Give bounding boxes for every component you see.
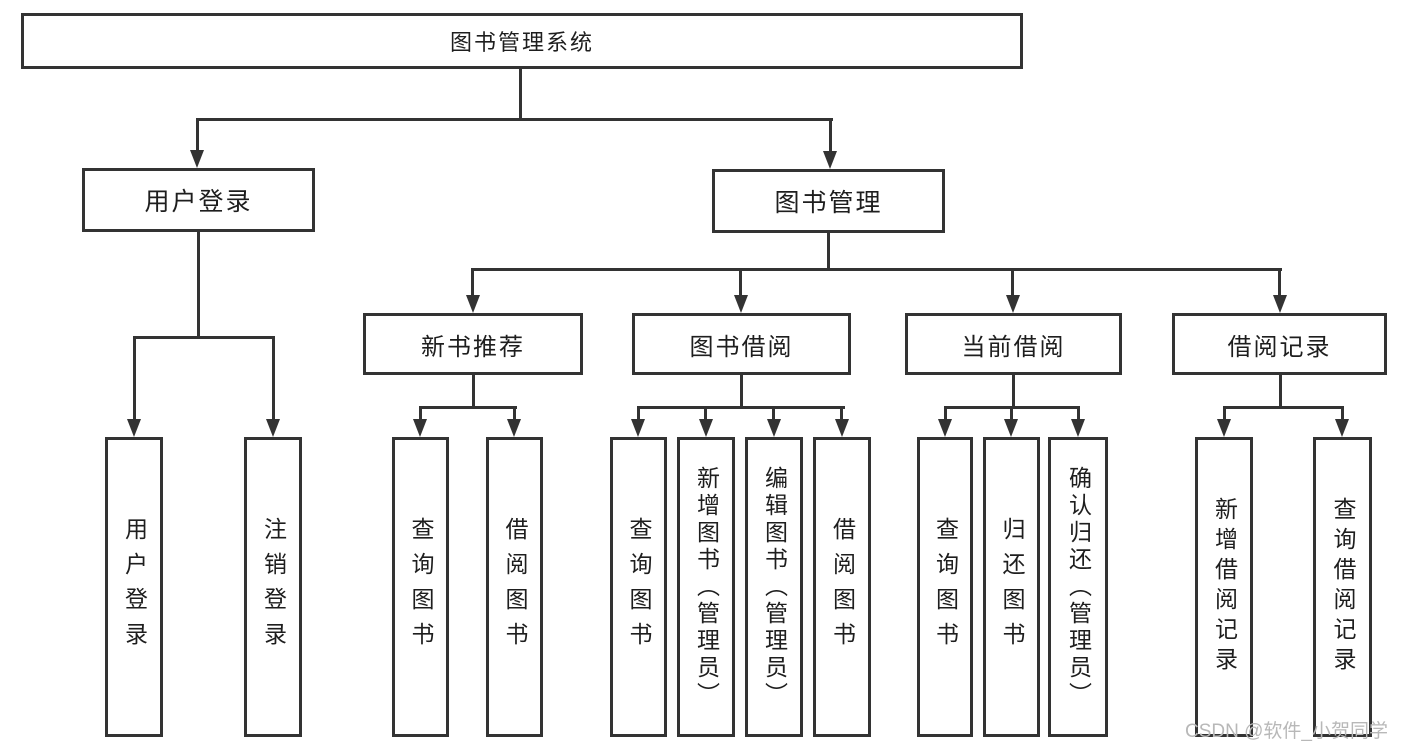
leaf-borrowing-query-books: 查询图书	[610, 437, 667, 737]
connector-line	[1010, 406, 1013, 420]
node-label: 借阅图书	[502, 517, 528, 657]
connector-line	[472, 375, 475, 409]
node-label: 新增图书（管理员）	[693, 465, 720, 709]
connector-line	[740, 375, 743, 409]
node-label: 图书管理系统	[449, 30, 594, 55]
connector-line	[471, 268, 1282, 271]
node-label: 编辑图书（管理员）	[761, 465, 788, 709]
leaf-records-add-borrow-record: 新增借阅记录	[1195, 437, 1253, 737]
connector-line	[1223, 406, 1226, 420]
connector-line	[739, 268, 742, 296]
connector-line	[133, 336, 136, 420]
arrow-down-icon	[823, 151, 837, 169]
connector-line	[827, 233, 830, 271]
node-label: 用户登录	[121, 517, 148, 657]
connector-line	[1012, 375, 1015, 409]
connector-line	[197, 232, 200, 339]
arrow-down-icon	[1006, 295, 1020, 313]
connector-line	[272, 336, 275, 420]
csdn-watermark: CSDN @软件_小贺同学	[1185, 721, 1388, 742]
arrow-down-icon	[190, 150, 204, 168]
arrow-down-icon	[507, 419, 521, 437]
connector-line	[1011, 268, 1014, 296]
node-label: 注销登录	[260, 517, 287, 657]
node-label: 当前借阅	[961, 333, 1066, 361]
node-label: 图书管理	[774, 189, 883, 217]
node-label: 归还图书	[999, 517, 1025, 657]
arrow-down-icon	[734, 295, 748, 313]
arrow-down-icon	[1335, 419, 1349, 437]
node-label: 借阅记录	[1227, 333, 1332, 361]
leaf-borrowing-add-books-admin: 新增图书（管理员）	[677, 437, 735, 737]
leaf-logout: 注销登录	[244, 437, 302, 737]
arrow-down-icon	[127, 419, 141, 437]
node-label: 确认归还（管理员）	[1065, 465, 1092, 709]
node-label: 用户登录	[144, 188, 253, 216]
connector-line	[196, 118, 833, 121]
node-current-borrowing: 当前借阅	[905, 313, 1122, 375]
arrow-down-icon	[938, 419, 952, 437]
connector-line	[133, 336, 275, 339]
arrow-down-icon	[1071, 419, 1085, 437]
node-new-book-recommend: 新书推荐	[363, 313, 583, 375]
node-book-management: 图书管理	[712, 169, 945, 233]
arrow-down-icon	[1004, 419, 1018, 437]
connector-line	[419, 406, 422, 420]
arrow-down-icon	[466, 295, 480, 313]
node-book-borrowing: 图书借阅	[632, 313, 851, 375]
arrow-down-icon	[699, 419, 713, 437]
connector-line	[471, 268, 474, 296]
arrow-down-icon	[1217, 419, 1231, 437]
connector-line	[1341, 406, 1344, 420]
connector-line	[772, 406, 775, 420]
arrow-down-icon	[767, 419, 781, 437]
connector-line	[1279, 375, 1282, 409]
connector-line	[704, 406, 707, 420]
arrow-down-icon	[413, 419, 427, 437]
leaf-current-confirm-return-admin: 确认归还（管理员）	[1048, 437, 1108, 737]
connector-line	[1278, 268, 1281, 296]
connector-line	[944, 406, 947, 420]
connector-line	[1223, 406, 1344, 409]
connector-line	[637, 406, 640, 420]
leaf-current-query-books: 查询图书	[917, 437, 973, 737]
node-label: 借阅图书	[829, 517, 856, 657]
leaf-user-login: 用户登录	[105, 437, 163, 737]
leaf-borrowing-borrow-books: 借阅图书	[813, 437, 871, 737]
connector-line	[840, 406, 843, 420]
arrow-down-icon	[835, 419, 849, 437]
connector-line	[196, 118, 199, 152]
node-borrow-records: 借阅记录	[1172, 313, 1387, 375]
arrow-down-icon	[1273, 295, 1287, 313]
connector-line	[1077, 406, 1080, 420]
node-label: 查询图书	[408, 517, 434, 657]
connector-line	[519, 69, 522, 120]
leaf-borrowing-edit-books-admin: 编辑图书（管理员）	[745, 437, 803, 737]
connector-line	[513, 406, 516, 420]
connector-line	[829, 118, 832, 152]
node-label: 查询借阅记录	[1330, 497, 1356, 677]
node-label: 查询图书	[932, 517, 959, 657]
node-library-management-system: 图书管理系统	[21, 13, 1023, 69]
leaf-records-query-borrow-record: 查询借阅记录	[1313, 437, 1372, 737]
node-label: 图书借阅	[689, 333, 794, 361]
leaf-current-return-books: 归还图书	[983, 437, 1040, 737]
leaf-newrec-query-books: 查询图书	[392, 437, 449, 737]
leaf-newrec-borrow-books: 借阅图书	[486, 437, 543, 737]
node-label: 查询图书	[626, 517, 652, 657]
node-label: 新书推荐	[421, 333, 525, 361]
node-user-login: 用户登录	[82, 168, 315, 232]
arrow-down-icon	[266, 419, 280, 437]
connector-line	[637, 406, 845, 409]
arrow-down-icon	[631, 419, 645, 437]
node-label: 新增借阅记录	[1211, 497, 1238, 677]
connector-line	[419, 406, 517, 409]
